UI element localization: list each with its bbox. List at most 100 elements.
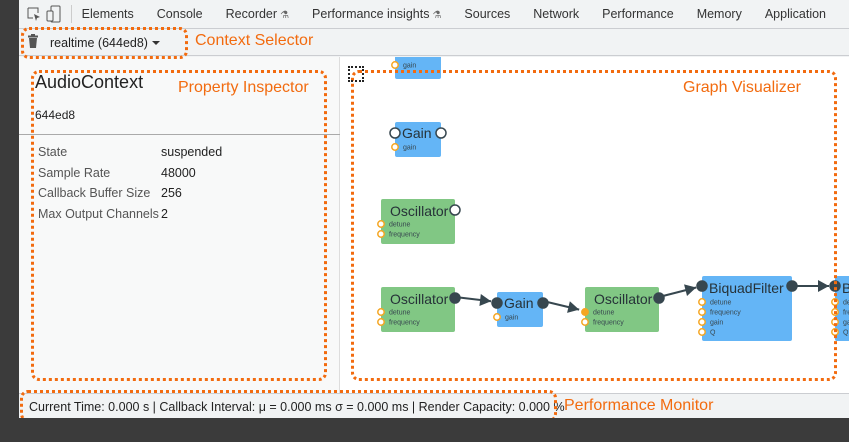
tab-network[interactable]: Network	[533, 7, 579, 21]
performance-monitor: Current Time: 0.000 s | Callback Interva…	[19, 393, 849, 418]
tab-memory[interactable]: Memory	[697, 7, 742, 21]
node-body[interactable]	[702, 276, 792, 341]
node-title[interactable]: Oscillator	[390, 203, 449, 219]
node-title[interactable]: Gain	[504, 295, 534, 311]
tab-label: Application	[764, 7, 826, 21]
node-body[interactable]	[381, 199, 455, 244]
annotation-graph-visualizer-box	[351, 70, 837, 381]
property-label: Max Output Channels	[38, 206, 159, 221]
audio-node-oscillator[interactable]: Oscillator detune frequency	[581, 287, 665, 332]
output-port-icon	[537, 297, 549, 309]
node-body[interactable]	[585, 287, 659, 332]
param-port-icon	[391, 143, 399, 151]
param-label: frequency	[843, 310, 849, 317]
audio-node-gain[interactable]: Gain gain	[389, 122, 447, 157]
param-port-icon	[493, 313, 501, 321]
param-port-icon	[377, 308, 385, 316]
property-label: State	[38, 145, 68, 159]
tab-label: Recorder	[225, 7, 278, 21]
tab-elements[interactable]: Elements	[82, 7, 134, 21]
param-label: gain	[403, 145, 416, 152]
property-value: 48000	[161, 165, 196, 180]
output-port-icon	[449, 292, 461, 304]
param-label: gain	[505, 315, 518, 322]
param-port-icon	[377, 318, 385, 326]
audio-node-gain[interactable]: Gain gain	[390, 57, 446, 79]
node-title[interactable]: Oscillator	[390, 291, 449, 307]
param-label: detune	[843, 300, 849, 307]
edge-arrowhead	[567, 301, 580, 313]
tab-application[interactable]: Application	[765, 7, 826, 21]
audio-graph[interactable]: GaingainGaingainOscillatordetunefrequenc…	[340, 57, 849, 393]
node-body[interactable]	[381, 287, 455, 332]
device-toolbar-icon[interactable]	[45, 4, 63, 24]
tab-console[interactable]: Console	[157, 7, 203, 21]
node-title[interactable]: Oscillator	[594, 291, 653, 307]
tab-label: Network	[533, 7, 580, 21]
property-value: 256	[161, 186, 182, 200]
param-port-icon	[391, 61, 399, 69]
param-label: Q	[710, 330, 716, 337]
selection-handle-icon[interactable]	[348, 66, 364, 82]
property-label: Callback Buffer Size	[38, 186, 151, 200]
param-label: frequency	[710, 310, 741, 317]
tab-label: Memory	[696, 7, 742, 21]
experiment-flask-icon: ⚗	[432, 10, 442, 21]
output-port-icon	[449, 204, 461, 216]
node-body[interactable]	[395, 122, 441, 157]
node-title[interactable]: Gain	[402, 57, 432, 59]
graph-visualizer[interactable]: GaingainGaingainOscillatordetunefrequenc…	[340, 57, 849, 393]
param-label: detune	[593, 310, 615, 317]
tab-performance-insights[interactable]: Performance insights⚗	[312, 7, 441, 21]
audio-node-gain[interactable]: Gain gain	[491, 292, 549, 327]
node-title[interactable]: BiquadFilter	[709, 280, 784, 296]
param-port-icon	[377, 230, 385, 238]
node-title[interactable]: Gain	[402, 125, 432, 141]
param-label: gain	[403, 63, 416, 70]
inspect-element-icon[interactable]	[25, 4, 43, 24]
annotation-property-inspector-label: Property Inspector	[178, 79, 309, 96]
output-port-icon	[653, 292, 665, 304]
annotation-performance-monitor-box	[20, 390, 557, 418]
node-body[interactable]	[835, 276, 849, 341]
param-port-icon	[698, 318, 706, 326]
tab-sources[interactable]: Sources	[464, 7, 510, 21]
param-label: gain	[843, 320, 849, 327]
tab-label: Performance insights	[312, 7, 430, 21]
input-port-icon	[491, 297, 503, 309]
tab-label: Performance	[602, 7, 674, 21]
experiment-flask-icon: ⚗	[280, 10, 290, 21]
annotation-context-selector-box	[21, 27, 188, 59]
node-title[interactable]: BiquadFilter	[842, 280, 849, 296]
param-label: frequency	[389, 232, 420, 239]
trash-icon[interactable]	[27, 34, 41, 51]
param-label: gain	[710, 320, 723, 327]
input-port-icon	[696, 280, 708, 292]
property-value: 2	[161, 206, 168, 221]
param-label: Q	[843, 330, 849, 337]
property-value: suspended	[161, 145, 223, 159]
output-port-icon	[435, 127, 447, 139]
context-selector[interactable]: realtime (644ed8)	[50, 36, 160, 50]
node-body[interactable]	[497, 292, 543, 327]
annotation-property-inspector-box	[31, 70, 327, 381]
tab-performance[interactable]: Performance	[602, 7, 674, 21]
annotation-graph-visualizer-label: Graph Visualizer	[683, 79, 801, 96]
chevron-down-icon	[151, 40, 160, 45]
param-label: frequency	[593, 320, 624, 327]
context-selector-bar: realtime (644ed8)	[19, 30, 849, 56]
input-port-icon	[389, 127, 401, 139]
param-port-icon	[698, 298, 706, 306]
output-port-icon	[786, 280, 798, 292]
tab-recorder[interactable]: Recorder⚗	[226, 7, 289, 21]
param-port-icon	[698, 308, 706, 316]
tab-label: Console	[156, 7, 203, 21]
param-port-icon	[698, 328, 706, 336]
param-port-icon	[581, 308, 589, 316]
param-port-icon	[377, 220, 385, 228]
node-body[interactable]	[395, 57, 441, 79]
